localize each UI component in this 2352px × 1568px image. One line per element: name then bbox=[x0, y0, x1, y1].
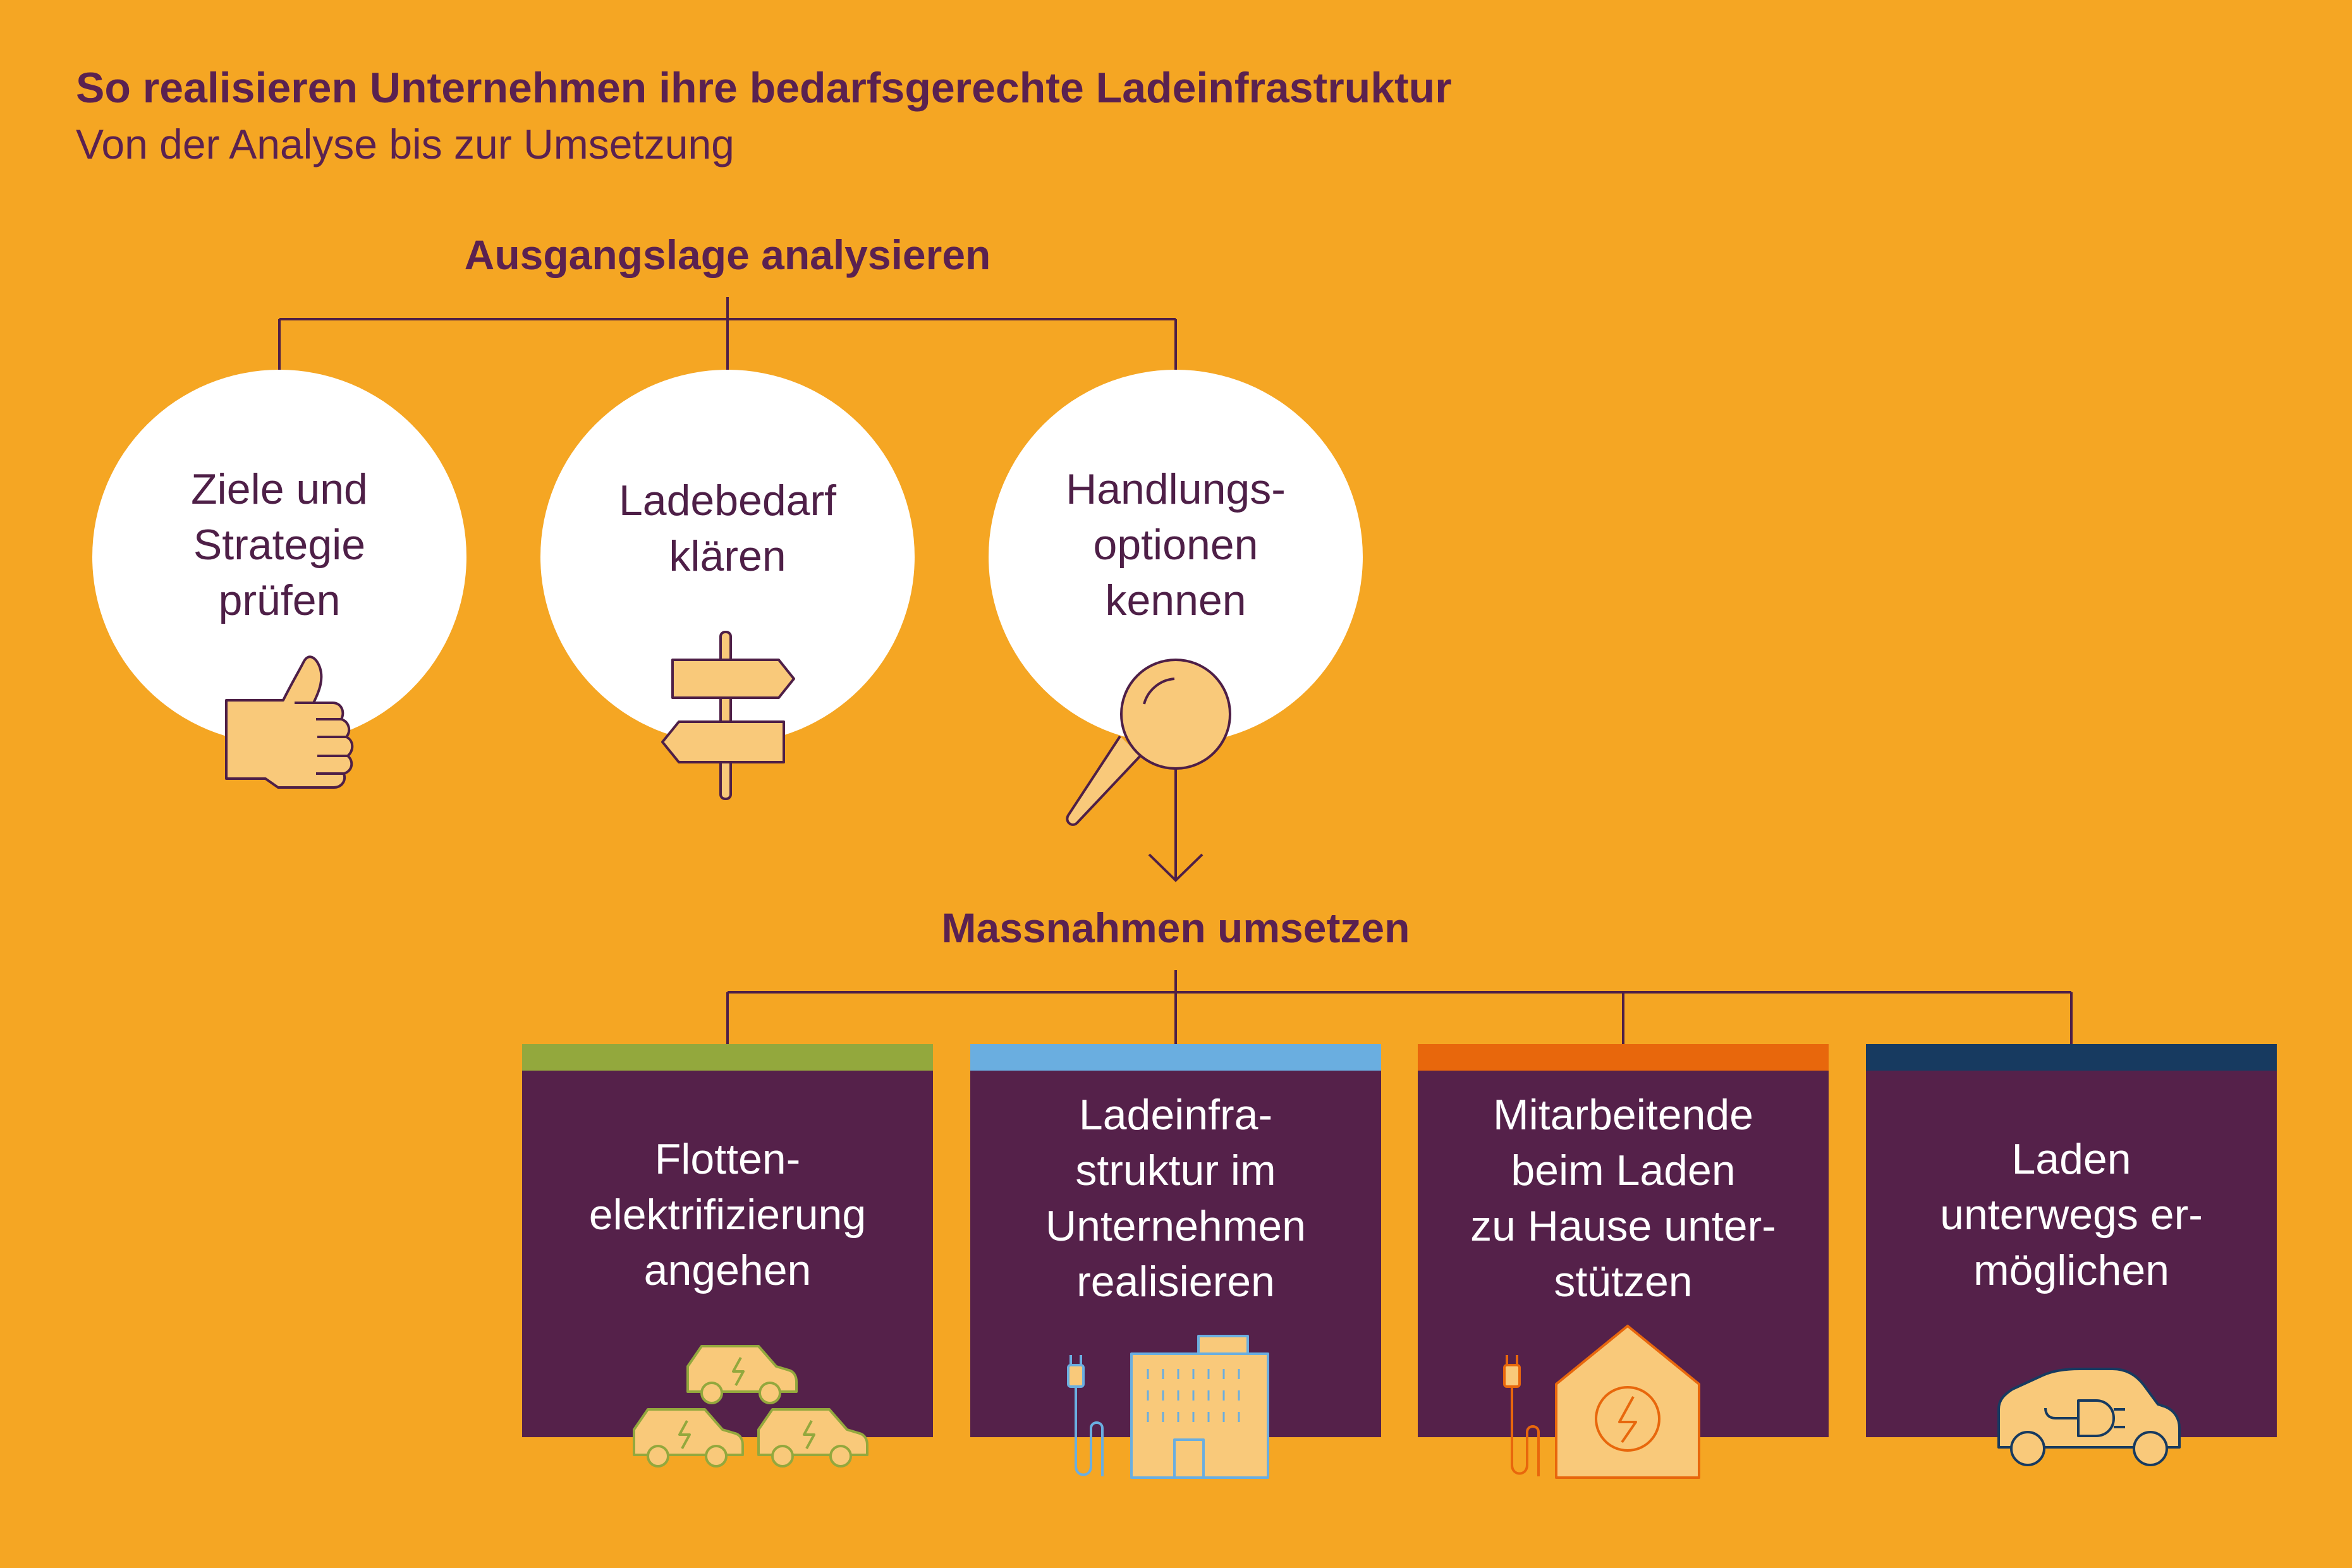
measure-label-company: Ladeinfra- struktur im Unternehmen reali… bbox=[973, 1087, 1378, 1310]
measure-label-line: Ladeinfra- bbox=[1078, 1091, 1273, 1139]
page-subtitle: Von der Analyse bis zur Umsetzung bbox=[76, 121, 734, 167]
measure-label-line: zu Hause unter- bbox=[1470, 1202, 1776, 1250]
measure-label-line: realisieren bbox=[1076, 1258, 1275, 1306]
measure-bar-home bbox=[1418, 1044, 1829, 1071]
analysis-label-goals: Ziele und Strategie prüfen bbox=[102, 461, 456, 628]
analysis-label-line: prüfen bbox=[218, 576, 341, 624]
measure-bar-company bbox=[970, 1044, 1381, 1071]
analysis-label-line: Ladebedarf bbox=[618, 477, 837, 525]
measure-label-line: beim Laden bbox=[1511, 1146, 1736, 1194]
analysis-label-demand: Ladebedarf klären bbox=[551, 473, 905, 584]
measure-label-travel: Laden unterwegs er- möglichen bbox=[1869, 1131, 2274, 1298]
analysis-label-options: Handlungs- optionen kennen bbox=[999, 461, 1353, 628]
analysis-label-line: klären bbox=[669, 532, 786, 580]
measure-label-line: struktur im bbox=[1075, 1146, 1276, 1194]
measure-label-line: Mitarbeitende bbox=[1492, 1091, 1754, 1139]
measures-heading: Massnahmen umsetzen bbox=[941, 904, 1410, 951]
measure-bar-travel bbox=[1866, 1044, 2277, 1071]
measure-bar-fleet bbox=[522, 1044, 933, 1071]
measure-label-line: angehen bbox=[643, 1246, 812, 1294]
page-title: So realisieren Unternehmen ihre bedarfsg… bbox=[76, 64, 1452, 112]
analysis-label-line: Handlungs- bbox=[1066, 465, 1286, 513]
analysis-label-line: Ziele und bbox=[191, 465, 368, 513]
measure-label-fleet: Flotten- elektrifizierung angehen bbox=[525, 1131, 930, 1298]
measure-label-line: Flotten- bbox=[654, 1135, 801, 1183]
measure-label-line: elektrifizierung bbox=[588, 1191, 867, 1239]
measure-label-home: Mitarbeitende beim Laden zu Hause unter-… bbox=[1421, 1087, 1825, 1310]
analysis-label-line: kennen bbox=[1105, 576, 1246, 624]
measure-label-line: möglichen bbox=[1973, 1246, 2169, 1294]
measure-label-line: unterwegs er- bbox=[1940, 1191, 2203, 1239]
analysis-heading: Ausgangslage analysieren bbox=[464, 231, 991, 278]
measure-label-line: stützen bbox=[1554, 1258, 1693, 1306]
analysis-label-line: Strategie bbox=[193, 521, 366, 569]
measure-label-line: Laden bbox=[2011, 1135, 2131, 1183]
measure-label-line: Unternehmen bbox=[1045, 1202, 1307, 1250]
analysis-label-line: optionen bbox=[1093, 521, 1258, 569]
